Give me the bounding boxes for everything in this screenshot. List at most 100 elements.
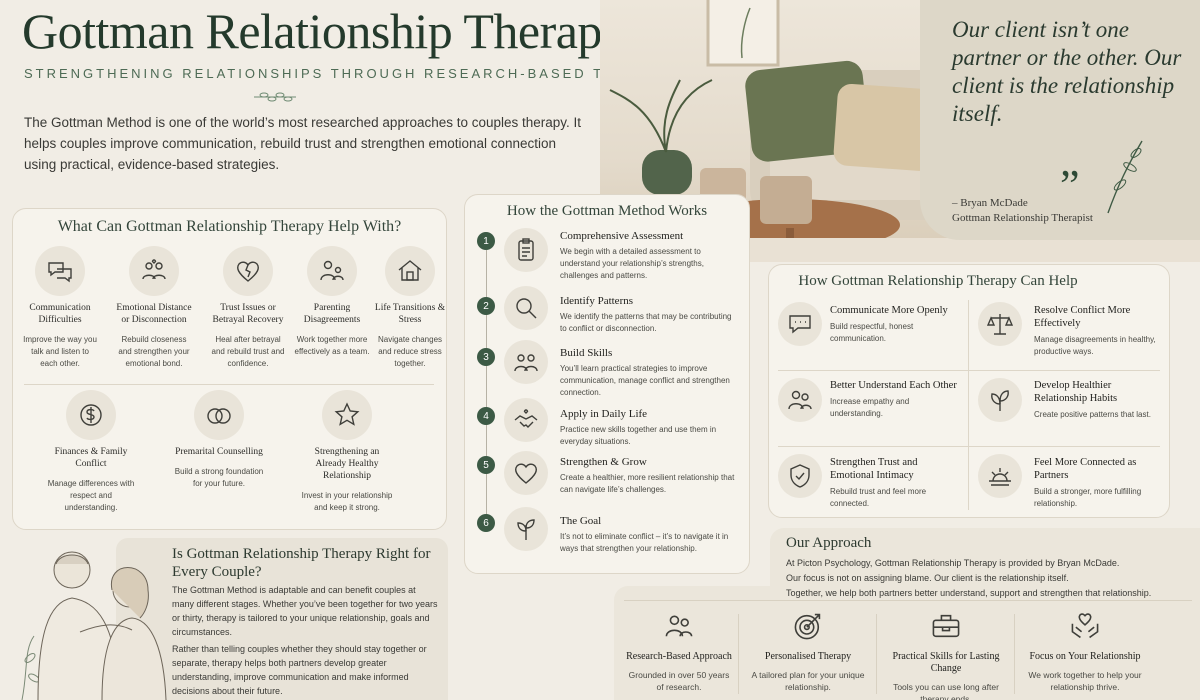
step-5: 5 (477, 456, 495, 474)
benefit-title: Better Understand Each Other (830, 380, 957, 391)
handshake-icon (504, 398, 548, 442)
approach-pillars-panel (614, 586, 1200, 700)
benefit-connected: Feel More Connected as Partners Build a … (1034, 456, 1164, 510)
divider (738, 614, 739, 694)
method-title: How the Gottman Method Works (506, 203, 708, 219)
help-item-title: Premarital Counselling (175, 447, 263, 457)
step-text: Apply in Daily Life Practice new skills … (560, 408, 740, 448)
help-item-healthy-relationship: Strengthening an Already Healthy Relatio… (300, 390, 394, 514)
couple-illustration (21, 551, 167, 700)
step-text: Build Skills You’ll learn practical stra… (560, 347, 740, 399)
help-item-finances: Finances & Family Conflict Manage differ… (46, 390, 136, 514)
step-text: The Goal It’s not to eliminate conflict … (560, 515, 740, 555)
pillar-desc: We work together to help your relationsh… (1028, 670, 1142, 692)
help-item-parenting: Parenting Disagreements Work together mo… (294, 246, 370, 358)
divider (1014, 614, 1015, 694)
step-desc: Create a healthier, more resilient relat… (560, 473, 735, 494)
quote-author-role: Gottman Relationship Therapist (952, 212, 1093, 224)
step-title: Build Skills (560, 347, 613, 359)
benefit-trust: Strengthen Trust and Emotional Intimacy … (830, 456, 960, 510)
step-text: Comprehensive Assessment We begin with a… (560, 230, 740, 282)
pillar-focus: Focus on Your Relationship We work toget… (1020, 610, 1150, 693)
step-desc: We identify the patterns that may be con… (560, 312, 732, 333)
chat-icon (778, 302, 822, 346)
step-title: Comprehensive Assessment (560, 230, 684, 242)
quote-author: – Bryan McDade Gottman Relationship Ther… (952, 196, 1093, 226)
help-item-title: Strengthening an Already Healthy Relatio… (314, 447, 380, 481)
pillar-desc: Grounded in over 50 years of research. (628, 670, 730, 692)
scales-icon (978, 302, 1022, 346)
help-item-title: Emotional Distance or Disconnection (116, 303, 192, 325)
pillar-desc: A tailored plan for your unique relation… (751, 670, 865, 692)
dollar-icon (66, 390, 116, 440)
house-icon (385, 246, 435, 296)
step-4: 4 (477, 407, 495, 425)
approach-title: Our Approach (786, 535, 872, 551)
help-item-title: Life Transitions & Stress (374, 303, 446, 325)
help-with-title: What Can Gottman Relationship Therapy He… (57, 218, 402, 235)
divider (876, 614, 877, 694)
step-number: 6 (477, 514, 495, 532)
step-number: 2 (477, 297, 495, 315)
benefit-desc: Build respectful, honest communication. (830, 322, 914, 343)
divider (624, 600, 1192, 601)
help-item-title: Finances & Family Conflict (54, 447, 128, 469)
help-item-emotional-distance: Emotional Distance or Disconnection Rebu… (114, 246, 194, 370)
benefit-communicate: Communicate More Openly Build respectful… (830, 304, 960, 345)
benefit-desc: Increase empathy and understanding. (830, 397, 910, 418)
divider (778, 370, 1160, 371)
step-number: 3 (477, 348, 495, 366)
step-desc: It’s not to eliminate conflict – it’s to… (560, 532, 729, 553)
pillar-title: Focus on Your Relationship (1029, 651, 1141, 662)
pillar-personalised: Personalised Therapy A tailored plan for… (748, 610, 868, 693)
star-icon (322, 390, 372, 440)
step-6: 6 (477, 514, 495, 532)
therapist-quote: Our client isn’t one partner or the othe… (952, 17, 1182, 126)
quote-author-name: – Bryan McDade (952, 197, 1028, 209)
step-desc: We begin with a detailed assessment to u… (560, 247, 704, 280)
pillar-practical: Practical Skills for Lasting Change Tool… (884, 610, 1008, 700)
help-item-desc: Improve the way you talk and listen to e… (23, 335, 97, 368)
help-item-desc: Rebuild closeness and strengthen your em… (118, 335, 190, 368)
chat-icon (35, 246, 85, 296)
benefit-title: Develop Healthier Relationship Habits (1034, 380, 1118, 404)
can-help-title: How Gottman Relationship Therapy Can Hel… (798, 273, 1078, 289)
every-couple-panel (116, 538, 448, 700)
step-title: The Goal (560, 515, 602, 527)
step-1: 1 (477, 232, 495, 250)
timeline-line (486, 250, 487, 522)
plant-icon (504, 507, 548, 551)
benefit-habits: Develop Healthier Relationship Habits Cr… (1034, 379, 1164, 421)
parents-icon (307, 246, 357, 296)
magnifier-icon (504, 286, 548, 330)
quote-mark-icon: ” (1060, 161, 1080, 210)
step-text: Strengthen & Grow Create a healthier, mo… (560, 456, 740, 496)
benefit-title: Strengthen Trust and Emotional Intimacy (830, 457, 918, 481)
help-item-desc: Manage differences with respect and unde… (47, 479, 135, 512)
step-3: 3 (477, 348, 495, 366)
step-text: Identify Patterns We identify the patter… (560, 295, 740, 335)
clipboard-icon (504, 228, 548, 272)
benefit-desc: Manage disagreements in healthy, product… (1034, 335, 1156, 356)
target-icon (794, 613, 821, 640)
step-number: 5 (477, 456, 495, 474)
pillar-desc: Tools you can use long after therapy end… (893, 682, 999, 700)
help-item-trust-issues: Trust Issues or Betrayal Recovery Heal a… (208, 246, 288, 370)
every-couple-paragraph-1: The Gottman Method is adaptable and can … (172, 585, 438, 637)
benefit-resolve-conflict: Resolve Conflict More Effectively Manage… (1034, 304, 1164, 358)
quote-panel (920, 0, 1200, 240)
people-icon (665, 615, 693, 637)
step-number: 1 (477, 232, 495, 250)
leaf-icon (978, 378, 1022, 422)
can-help-card (768, 264, 1170, 518)
help-item-premarital: Premarital Counselling Build a strong fo… (174, 390, 264, 490)
help-item-desc: Navigate changes and reduce stress toget… (377, 335, 443, 368)
approach-description: At Picton Psychology, Gottman Relationsh… (786, 556, 1196, 601)
help-item-desc: Build a strong foundation for your futur… (174, 467, 264, 488)
help-item-desc: Invest in your relationship and keep it … (301, 491, 393, 512)
leaf-branch-icon (1107, 140, 1143, 214)
step-number: 4 (477, 407, 495, 425)
benefit-title: Feel More Connected as Partners (1034, 457, 1137, 481)
step-2: 2 (477, 297, 495, 315)
benefit-title: Communicate More Openly (830, 305, 948, 316)
